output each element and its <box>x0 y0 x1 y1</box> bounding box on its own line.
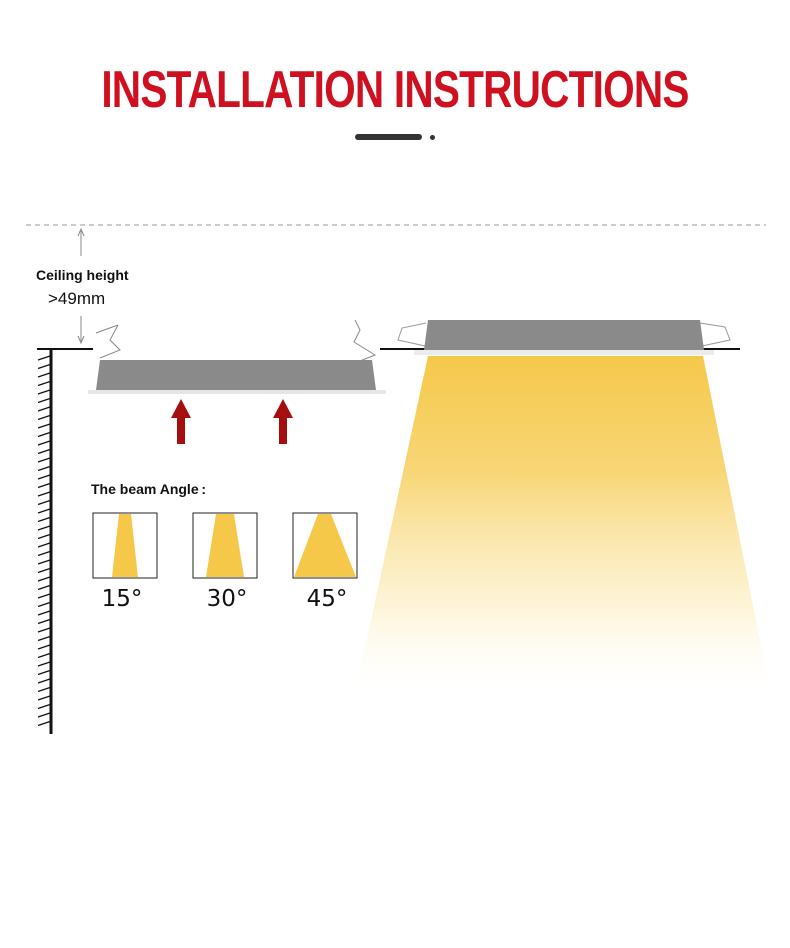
wall-hatch-tick <box>37 644 51 650</box>
wall-hatch-tick <box>37 491 51 497</box>
wall-hatch-tick <box>37 363 51 370</box>
wall-hatch-tick <box>37 661 51 667</box>
wall-hatch-tick <box>37 593 51 599</box>
wall-hatch-tick <box>37 550 51 557</box>
wall-hatch-tick <box>37 678 51 684</box>
ceiling-height-label: Ceiling height <box>36 267 129 283</box>
beam-angle-45-label: 45° <box>306 586 348 612</box>
beam-angle-15-label: 15° <box>101 586 143 612</box>
wall-hatch-tick <box>37 482 51 489</box>
beam-angle-label: The beam Angle : <box>91 481 207 497</box>
wall-hatch-tick <box>37 576 51 582</box>
wall-hatch-tick <box>37 618 51 625</box>
wall-hatch-tick <box>37 516 51 523</box>
wall-hatch-tick <box>37 559 51 565</box>
page-title: INSTALLATION INSTRUCTIONS <box>101 61 689 119</box>
wall-hatch-tick <box>37 686 51 693</box>
beam-angle-30 <box>192 512 258 579</box>
wall-hatch-tick <box>37 499 51 506</box>
push-up-arrows <box>171 399 293 444</box>
title-underline-dot <box>430 135 435 140</box>
wall-hatch-tick <box>37 601 51 608</box>
wall-hatch-tick <box>37 567 51 574</box>
wall-hatch-tick <box>37 542 51 548</box>
wall-hatch-tick <box>37 627 51 633</box>
ceiling-height-value: >49mm <box>48 289 106 308</box>
wall-hatch-tick <box>37 695 51 701</box>
wall-hatch-tick <box>37 635 51 642</box>
title-underline <box>355 134 422 140</box>
beam-angle-15 <box>92 512 158 579</box>
wall-hatch-tick <box>37 380 51 387</box>
beam-angle-30-label: 30° <box>206 586 248 612</box>
wall-hatch-tick <box>37 423 51 429</box>
wall-hatch-tick <box>37 406 51 412</box>
wall-hatch-tick <box>37 703 51 710</box>
wall-hatch-tick <box>37 431 51 438</box>
wall-hatch-tick <box>37 652 51 659</box>
wall-hatch-tick <box>37 474 51 480</box>
wall-hatch-tick <box>37 414 51 421</box>
right-panel-light <box>397 320 731 355</box>
wall-hatch-tick <box>37 457 51 463</box>
wall-hatch-tick <box>37 525 51 531</box>
left-panel-light <box>88 319 386 394</box>
wall-hatch <box>37 348 93 734</box>
wall-hatch-tick <box>37 584 51 591</box>
ceiling-height-dimension <box>77 227 85 345</box>
beam-angle-45 <box>292 512 358 579</box>
light-beam <box>356 356 770 690</box>
wall-hatch-tick <box>37 533 51 540</box>
wall-hatch-tick <box>37 669 51 676</box>
wall-hatch-tick <box>37 610 51 616</box>
wall-hatch-tick <box>37 508 51 514</box>
wall-hatch-tick <box>37 720 51 727</box>
wall-hatch-tick <box>37 440 51 446</box>
wall-hatch-tick <box>37 465 51 472</box>
wall-hatch-tick <box>37 389 51 395</box>
wall-hatch-tick <box>37 372 51 378</box>
wall-hatch-tick <box>37 448 51 455</box>
wall-hatch-tick <box>37 355 51 361</box>
wall-hatch-tick <box>37 712 51 718</box>
wall-hatch-tick <box>37 397 51 404</box>
